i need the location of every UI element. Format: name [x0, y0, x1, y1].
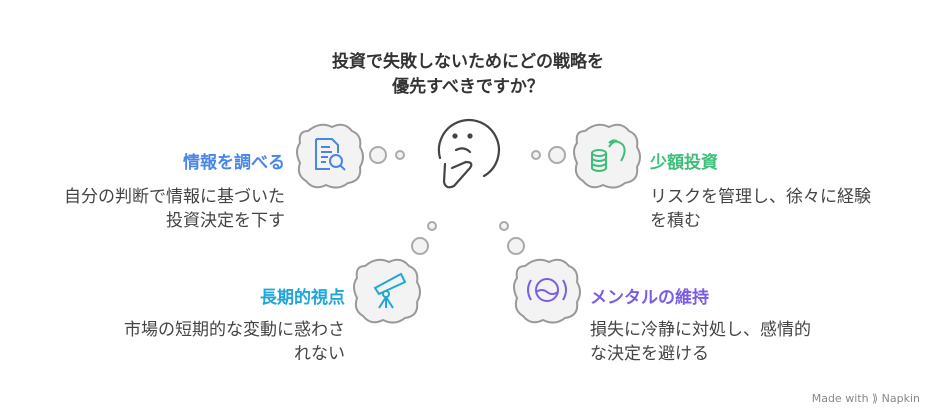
long-term-description: 市場の短期的な変動に惑わされない [124, 318, 345, 366]
thinking-face-icon [437, 119, 501, 189]
mental-heading: メンタルの維持 [590, 288, 709, 308]
napkin-watermark: Made with ⟫ Napkin [811, 392, 920, 405]
calm-mind-icon [513, 258, 581, 324]
piggy-bank-coins-icon [573, 123, 641, 189]
desc-line: リスクを管理し、徐々に経験 [650, 187, 871, 207]
telescope-icon [353, 258, 421, 324]
small-investment-heading: 少額投資 [650, 153, 718, 173]
question-title: 投資で失敗しないためにどの戦略を優先すべきですか？ [268, 50, 668, 100]
mental-description: 損失に冷静に対処し、感情的な決定を避ける [590, 318, 811, 366]
research-description: 自分の判断で情報に基づいた投資決定を下す [64, 185, 285, 233]
title-line: 優先すべきですか？ [392, 77, 544, 97]
desc-line: 損失に冷静に対処し、感情的 [590, 320, 811, 340]
thought-bubbles [369, 146, 566, 255]
small-investment-description: リスクを管理し、徐々に経験を積む [650, 185, 871, 233]
research-heading: 情報を調べる [183, 153, 285, 173]
desc-line: を積む [650, 211, 701, 231]
desc-line: 投資決定を下す [166, 211, 285, 231]
long-term-heading: 長期的視点 [260, 288, 345, 308]
title-line: 投資で失敗しないためにどの戦略を [332, 52, 604, 72]
document-search-icon [296, 123, 364, 189]
desc-line: 市場の短期的な変動に惑わさ [124, 320, 345, 340]
desc-line: 自分の判断で情報に基づいた [64, 187, 285, 207]
desc-line: な決定を避ける [590, 344, 709, 364]
desc-line: れない [294, 344, 345, 364]
